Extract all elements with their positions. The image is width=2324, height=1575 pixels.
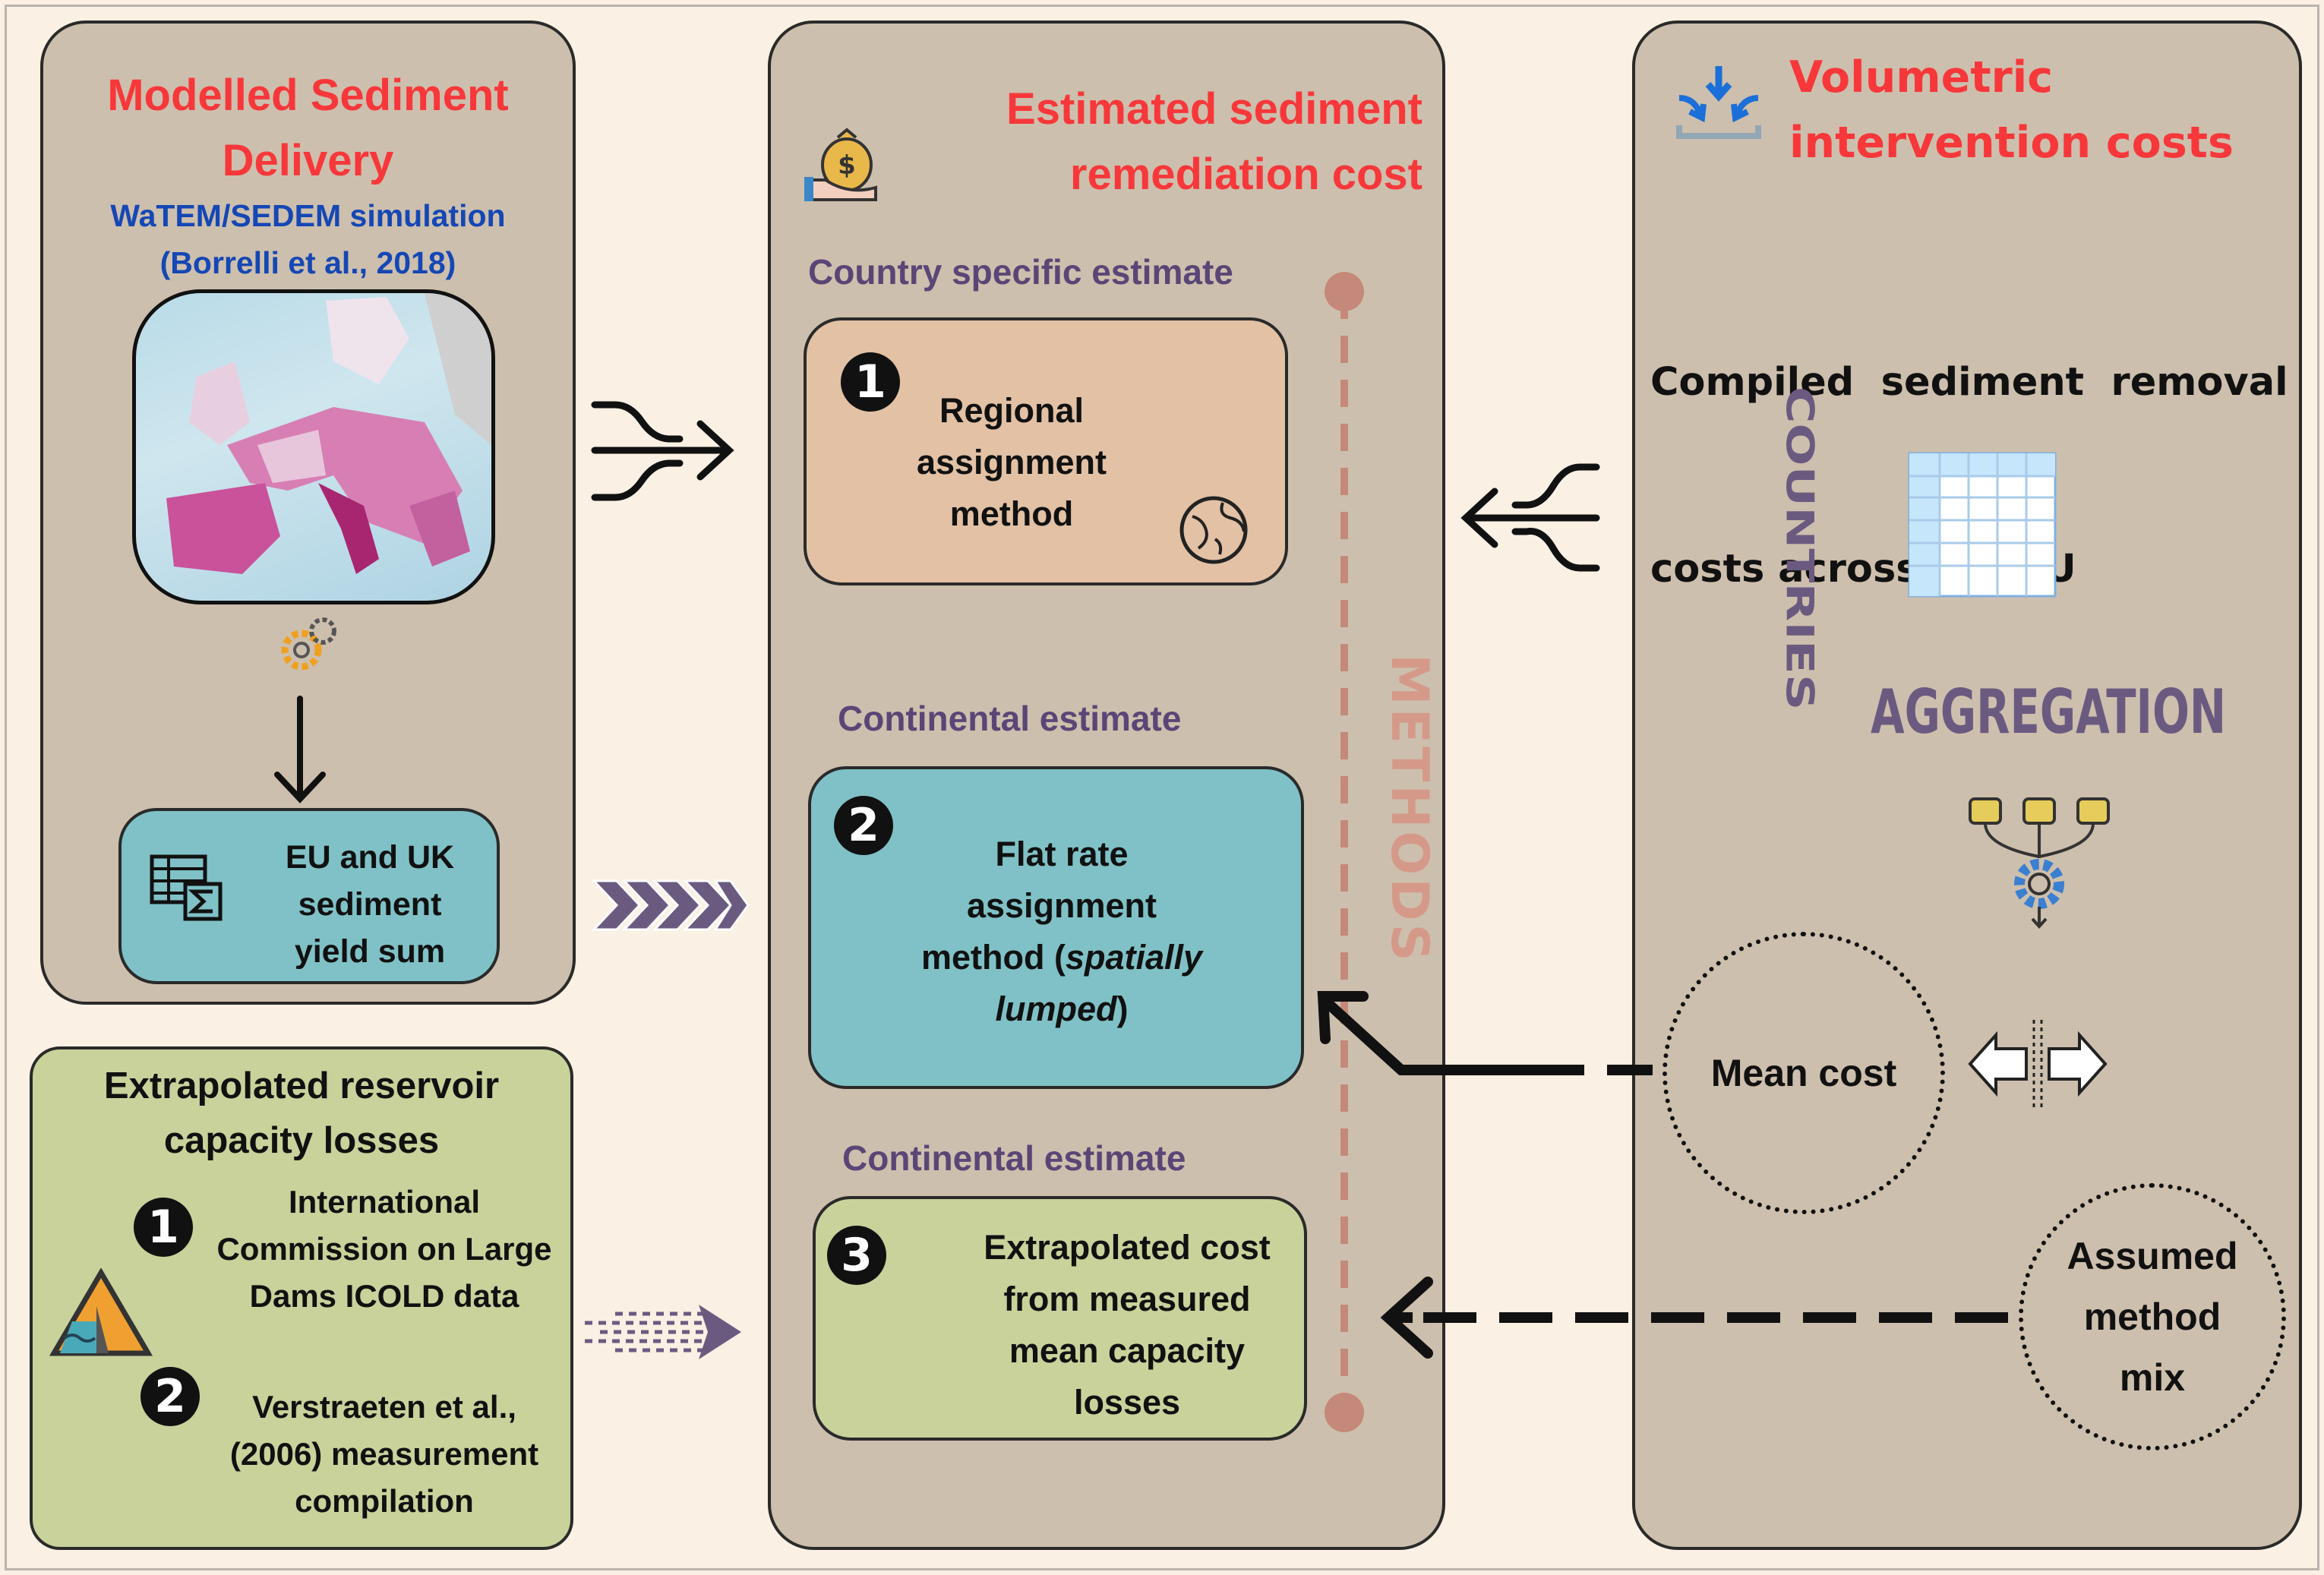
sediment-subtitle: WaTEM/SEDEM simulation (Borrelli et al.,… — [43, 192, 573, 286]
method-3-heading: Continental estimate — [842, 1138, 1186, 1178]
method-italic: lumped — [995, 990, 1117, 1028]
globe-icon — [1177, 494, 1250, 567]
volumetric-title: Volumetric intervention costs — [1789, 45, 2234, 175]
money-bag-icon: $ — [803, 127, 882, 203]
svg-text:$: $ — [838, 150, 856, 181]
dam-icon — [49, 1268, 153, 1359]
merge-arrow-right — [591, 401, 734, 501]
method-line: Extrapolated cost — [984, 1228, 1271, 1267]
reservoir-item-icold: International Commission on Large Dams I… — [200, 1179, 569, 1320]
down-arrow — [274, 696, 326, 803]
gear-icon — [271, 608, 347, 684]
mean-cost-label: Mean cost — [1710, 1052, 1897, 1094]
method-2-box: 2 Flat rate assignment method (spatially… — [808, 766, 1304, 1089]
merge-arrow-left — [1460, 463, 1600, 572]
item-line: (2006) measurement — [229, 1436, 539, 1472]
method-3-box: 3 Extrapolated cost from measured mean c… — [813, 1196, 1307, 1441]
title-line: remediation cost — [1069, 150, 1423, 199]
mean-cost-node: Mean cost — [1662, 932, 1945, 1214]
method-2-heading: Continental estimate — [838, 699, 1182, 738]
sum-line: sediment — [298, 886, 442, 923]
title-line: Volumetric — [1789, 52, 2054, 103]
method-line: Flat rate — [995, 835, 1129, 873]
reservoir-panel: Extrapolated reservoir capacity losses 1… — [30, 1046, 573, 1550]
item-line: Dams ICOLD data — [249, 1278, 519, 1314]
item-line: Commission on Large — [216, 1231, 552, 1267]
method-italic: spatially — [1065, 938, 1203, 977]
method-mix-line: method — [2083, 1296, 2221, 1338]
table-icon — [1908, 452, 2057, 598]
method-1-box: 1 Regional assignment method — [804, 317, 1288, 585]
title-line: capacity losses — [163, 1120, 440, 1161]
method-mix-line: Assumed — [2067, 1235, 2238, 1277]
sum-box: EU and UK sediment yield sum — [118, 808, 500, 984]
methods-line — [1325, 272, 1364, 1432]
number-badge: 2 — [141, 1367, 200, 1426]
reservoir-title: Extrapolated reservoir capacity losses — [33, 1059, 570, 1168]
title-line: Extrapolated reservoir — [103, 1065, 500, 1106]
item-line: Verstraeten et al., — [252, 1389, 516, 1425]
europe-map — [132, 289, 495, 604]
method-line: method — [949, 494, 1074, 533]
chevrons-arrow — [591, 879, 750, 931]
method-line: assignment — [916, 443, 1107, 481]
volumetric-costs-panel: Volumetric intervention costs Compiled s… — [1632, 21, 2302, 1550]
number-badge: 1 — [134, 1198, 193, 1257]
figure-frame — [5, 5, 2319, 1570]
mean-cost-connector — [1317, 991, 1653, 1075]
title-line: Estimated sediment — [1006, 84, 1423, 134]
speed-arrow — [585, 1305, 741, 1359]
reservoir-item-verstraeten: Verstraeten et al., (2006) measurement c… — [200, 1384, 569, 1525]
remediation-cost-panel: Estimated sediment remediation cost $ Co… — [768, 21, 1445, 1550]
compress-inbox-icon — [1675, 62, 1763, 142]
aggregation-label: AGGREGATION — [1871, 677, 2227, 747]
method-line: from measured — [1003, 1280, 1251, 1318]
method-mix-connector — [1380, 1277, 2008, 1359]
number-badge: 1 — [841, 352, 900, 412]
description-line: Compiled sediment removal — [1650, 360, 2288, 405]
title-line: Modelled Sediment — [107, 71, 509, 120]
sediment-title: Modelled Sediment Delivery — [43, 63, 573, 194]
item-line: compilation — [295, 1483, 474, 1519]
sum-line: yield sum — [294, 933, 446, 970]
method-1-heading: Country specific estimate — [808, 252, 1233, 292]
method-mix-line: mix — [2119, 1356, 2186, 1399]
split-arrows-icon — [1966, 1018, 2110, 1109]
subtitle-line: WaTEM/SEDEM simulation — [110, 198, 506, 233]
spreadsheet-sum-icon — [149, 854, 225, 922]
subtitle-line: (Borrelli et al., 2018) — [159, 245, 456, 280]
title-line: Delivery — [222, 136, 394, 185]
number-badge: 3 — [827, 1226, 886, 1285]
number-badge: 2 — [834, 796, 893, 855]
method-mix-node: Assumed method mix — [2019, 1183, 2286, 1450]
sediment-delivery-panel: Modelled Sediment Delivery WaTEM/SEDEM s… — [40, 21, 576, 1005]
cost-title: Estimated sediment remediation cost — [1006, 77, 1423, 207]
title-line: intervention costs — [1789, 118, 2234, 168]
sum-line: EU and UK — [285, 839, 455, 876]
method-text: method ( — [920, 938, 1066, 977]
method-line: losses — [1073, 1383, 1181, 1422]
method-line: method (spatially — [872, 932, 1252, 983]
method-line: assignment — [966, 886, 1157, 925]
item-line: International — [288, 1184, 481, 1220]
method-line: Regional — [939, 391, 1085, 430]
method-line: lumped) — [872, 983, 1252, 1035]
aggregation-icon — [1967, 794, 2111, 931]
method-line: mean capacity — [1009, 1331, 1246, 1370]
method-text: ) — [1116, 990, 1129, 1028]
